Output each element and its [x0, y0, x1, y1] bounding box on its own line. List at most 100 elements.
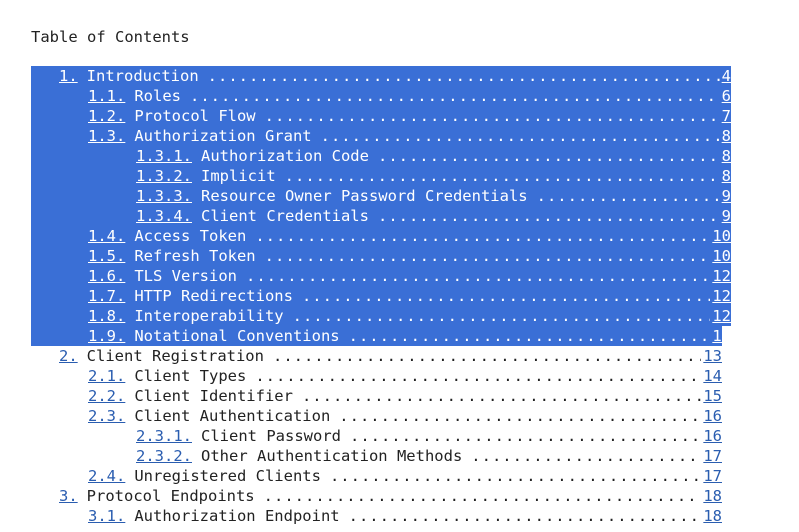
toc-section-number-link[interactable]: 2.3.2.	[136, 447, 192, 465]
toc-dot-leader	[265, 106, 720, 126]
toc-page-number-link[interactable]: 15	[703, 387, 722, 405]
toc-entry: 1.3.1. Authorization Code 8	[31, 146, 731, 166]
toc-section-title: Client Authentication	[134, 407, 331, 425]
toc-section-number-link[interactable]: 1.	[59, 67, 78, 85]
toc-section-number-link[interactable]: 1.3.2.	[136, 167, 192, 185]
toc-section-number-link[interactable]: 2.3.	[88, 407, 126, 425]
toc-section-number-link[interactable]: 1.3.	[88, 127, 126, 145]
toc-dot-leader	[471, 446, 701, 466]
toc-dot-leader	[190, 86, 720, 106]
toc-page-number-link[interactable]: 6	[721, 87, 731, 105]
toc-dot-leader	[330, 466, 701, 486]
toc-section-title: Interoperability	[134, 307, 284, 325]
toc-dot-leader	[350, 426, 701, 446]
toc-section-number-link[interactable]: 2.2.	[88, 387, 126, 405]
toc-entry: 1.3.4.Client Credentials9	[31, 206, 731, 226]
toc-entry-line: 1.3.4.Client Credentials9	[0, 206, 731, 226]
toc-entry-line: 1.3.2. Implicit 8	[0, 166, 731, 186]
toc-page-number-link[interactable]: 17	[703, 467, 722, 485]
toc-entry: 1.5. Refresh Token 10	[31, 246, 731, 266]
toc-page-number-link[interactable]: 14	[703, 367, 722, 385]
toc-entry: 1. Introduction 4	[31, 66, 731, 86]
toc-page-number-link[interactable]: 18	[703, 487, 722, 505]
toc-section-number-link[interactable]: 2.1.	[88, 367, 126, 385]
toc-entry: 2.1. Client Types 14	[0, 366, 799, 386]
toc-entry-line: 2.3.1. Client Password 16	[0, 426, 722, 446]
toc-dot-leader	[285, 166, 720, 186]
toc-dot-leader	[208, 66, 720, 86]
toc-section-title: Client Identifier	[134, 387, 293, 405]
toc-entry-line: 3.Protocol Endpoints18	[0, 486, 722, 506]
toc-section-title: Access Token	[134, 227, 247, 245]
toc-dot-leader	[349, 326, 711, 346]
toc-entry: 1.2. Protocol Flow 7	[31, 106, 731, 126]
toc-entry: 1.3.Authorization Grant8	[31, 126, 731, 146]
toc-page-number-link[interactable]: 10	[712, 227, 731, 245]
toc-section-number-link[interactable]: 2.	[59, 347, 78, 365]
toc-page-number-link[interactable]: 9	[721, 207, 731, 225]
toc-entry: 1.3.3. Resource Owner Password Credential…	[31, 186, 731, 206]
toc-section-title: Protocol Flow	[134, 107, 256, 125]
toc-section-title: Notational Conventions	[134, 327, 340, 345]
toc-entry: 2.2. Client Identifier 15	[0, 386, 799, 406]
toc-page-number-link[interactable]: 18	[703, 507, 722, 525]
toc-page-number-link[interactable]: 16	[703, 427, 722, 445]
toc-page-number-link[interactable]: 8	[721, 167, 731, 185]
toc-section-number-link[interactable]: 1.9.	[88, 327, 126, 345]
toc-entry-line: 1.6.TLS Version12	[0, 266, 731, 286]
toc-section-number-link[interactable]: 1.3.4.	[136, 207, 192, 225]
toc-section-title: Refresh Token	[134, 247, 256, 265]
toc-entry: 1.1. Roles 6	[31, 86, 731, 106]
toc-entry: 1.4. Access Token 10	[31, 226, 731, 246]
toc-section-title: Unregistered Clients	[134, 467, 321, 485]
toc-section-number-link[interactable]: 1.3.3.	[136, 187, 192, 205]
toc-entry: 2.3.2. Other Authentication Methods 17	[0, 446, 799, 466]
toc-page-number-link[interactable]: 13	[703, 347, 722, 365]
toc-section-number-link[interactable]: 1.5.	[88, 247, 126, 265]
toc-section-number-link[interactable]: 1.8.	[88, 307, 126, 325]
toc-entry-line: 2.2. Client Identifier 15	[0, 386, 722, 406]
toc-section-title: Introduction	[86, 67, 199, 85]
toc-page-number-link[interactable]: 9	[721, 187, 731, 205]
toc-section-number-link[interactable]: 3.1.	[88, 507, 126, 525]
toc-section-number-link[interactable]: 1.4.	[88, 227, 126, 245]
toc-section-number-link[interactable]: 2.4.	[88, 467, 126, 485]
toc-section-title: Client Registration	[86, 347, 264, 365]
toc-section-title: Client Types	[134, 367, 247, 385]
toc-dot-leader	[255, 226, 710, 246]
toc-entry-line: 1.3.1. Authorization Code 8	[0, 146, 731, 166]
toc-section-title: Other Authentication Methods	[201, 447, 463, 465]
toc-section-title: Resource Owner Password Credentials	[201, 187, 528, 205]
toc-section-number-link[interactable]: 1.2.	[88, 107, 126, 125]
toc-page-number-link[interactable]: 8	[721, 147, 731, 165]
toc-entry: 1.7.HTTP Redirections12	[31, 286, 731, 306]
toc-page-number-link[interactable]: 12	[712, 307, 731, 325]
toc-page-number-link[interactable]: 4	[721, 67, 731, 85]
toc-section-number-link[interactable]: 2.3.1.	[136, 427, 192, 445]
toc-section-title: Authorization Code	[201, 147, 369, 165]
toc-entry-line: 1. Introduction 4	[0, 66, 731, 86]
toc-section-number-link[interactable]: 1.7.	[88, 287, 126, 305]
toc-page-number-link[interactable]: 12	[712, 267, 731, 285]
toc-page-number-link[interactable]: 13	[712, 327, 731, 345]
toc-section-number-link[interactable]: 1.1.	[88, 87, 126, 105]
toc-dot-leader	[265, 246, 711, 266]
toc-heading: Table of Contents	[31, 28, 190, 46]
toc-page-number-link[interactable]: 12	[712, 287, 731, 305]
toc-page-number-link[interactable]: 8	[721, 127, 731, 145]
toc-section-title: Authorization Endpoint	[134, 507, 340, 525]
toc-page-number-link[interactable]: 16	[703, 407, 722, 425]
toc-page-number-link[interactable]: 17	[703, 447, 722, 465]
toc-section-title: Implicit	[201, 167, 276, 185]
toc-section-title: Roles	[134, 87, 181, 105]
toc-page-number-link[interactable]: 10	[712, 247, 731, 265]
toc-entry-line: 1.8. Interoperability 12	[0, 306, 731, 326]
toc-entry-line: 1.4. Access Token 10	[0, 226, 731, 246]
toc-section-number-link[interactable]: 1.3.1.	[136, 147, 192, 165]
toc-section-number-link[interactable]: 1.6.	[88, 267, 126, 285]
toc-entry-line: 1.3.3. Resource Owner Password Credential…	[0, 186, 731, 206]
toc-entry: 3.Protocol Endpoints18	[0, 486, 799, 506]
toc-section-number-link[interactable]: 3.	[59, 487, 78, 505]
toc-page-number-link[interactable]: 7	[721, 107, 731, 125]
toc-section-title: Client Password	[201, 427, 341, 445]
